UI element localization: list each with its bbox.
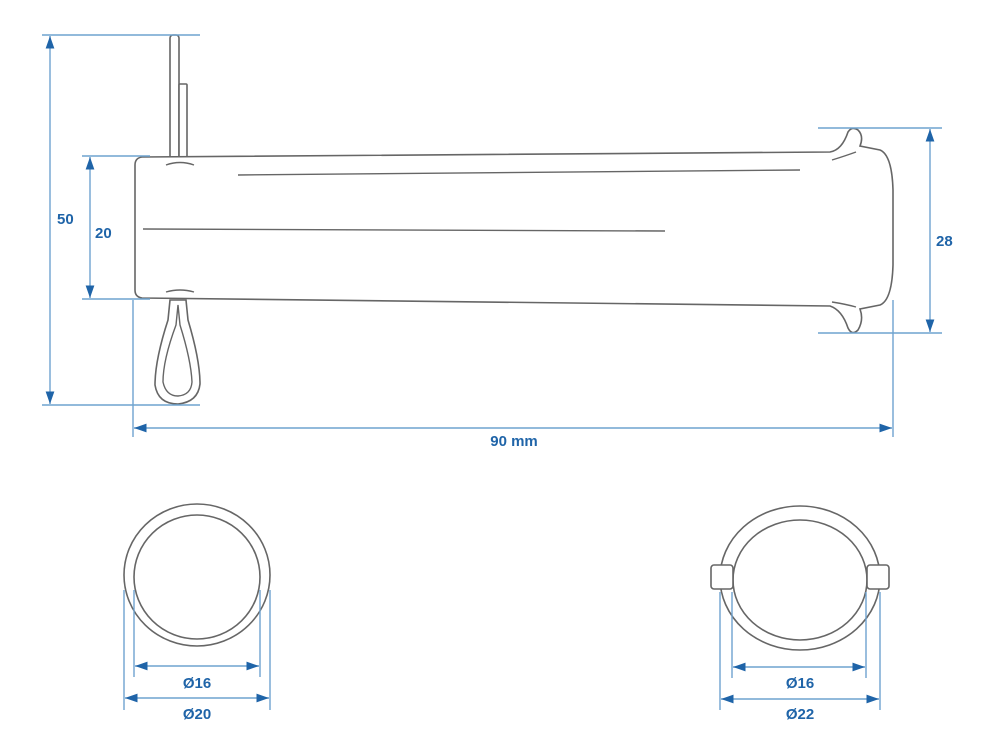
pin-side-view xyxy=(134,34,894,405)
head-arc-top xyxy=(831,151,857,161)
ring-tab-right xyxy=(866,564,890,590)
dimension-label-left-outer: Ø20 xyxy=(183,706,211,723)
head-arc-bottom xyxy=(831,301,857,308)
clip-leg-long xyxy=(169,34,180,161)
dimension-label-50: 50 xyxy=(57,211,74,228)
dimension-overall-height: 50 xyxy=(42,34,200,406)
clip-loop xyxy=(154,299,201,405)
dimension-label-28: 28 xyxy=(936,233,953,250)
ring-tab-left xyxy=(710,564,734,590)
pin-highlight-top xyxy=(237,169,801,176)
clip-hole-arc-top xyxy=(165,161,195,166)
dimension-length: 90 mm xyxy=(132,300,894,450)
dimension-label-right-inner: Ø16 xyxy=(786,675,814,692)
right-ring-end-view: Ø16 Ø22 xyxy=(710,505,890,723)
dimension-label-right-outer: Ø22 xyxy=(786,706,814,723)
dimension-label-90mm: 90 mm xyxy=(490,433,538,450)
clip-loop-inner xyxy=(162,304,193,397)
dimension-pin-diameter: 20 xyxy=(82,155,150,300)
pin-centerline xyxy=(142,228,666,232)
left-ring-end-view: Ø16 Ø20 xyxy=(123,503,271,723)
dimension-label-left-inner: Ø16 xyxy=(183,675,211,692)
dimension-head-height: 28 xyxy=(818,127,953,334)
clip-leg-short xyxy=(178,83,188,161)
dimension-label-20: 20 xyxy=(95,225,112,242)
clip-hole-arc-bottom xyxy=(165,289,195,293)
